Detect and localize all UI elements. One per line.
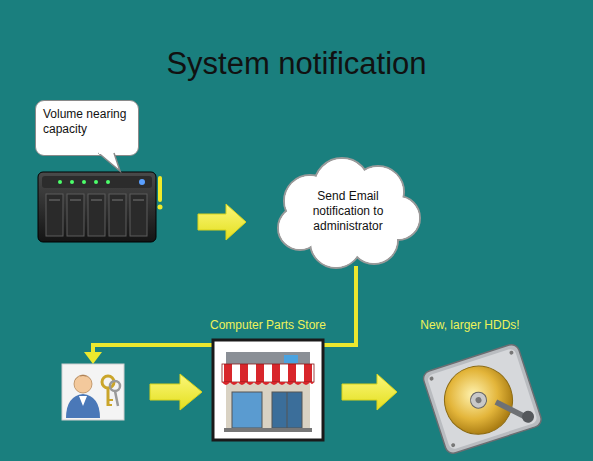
tail-outline [99,153,121,171]
diagram-title: System notification [0,46,593,82]
bay-handle [49,200,60,201]
bay-handle [133,200,144,201]
bay-handle [112,200,123,201]
drive-bay [109,194,126,236]
block-arrow [198,204,246,240]
alert-mark [158,178,163,210]
drive-bay [88,194,105,236]
tail-fill [98,153,120,171]
block-arrow [342,374,397,410]
disk-node: New, larger HDDs! [405,318,535,446]
bubble-tail [98,153,124,175]
store-node: Computer Parts Store [198,318,338,442]
node-heading: Computer Parts Store [198,318,338,332]
administrator-icon [62,364,124,420]
arrow-head [84,352,102,364]
drive-bay [130,194,147,236]
nas-device [38,172,156,242]
cloud-shape: Send Email notification to administrator [270,156,426,266]
hard-disk-icon [421,343,543,456]
node-text: Send Email notification to administrator [302,189,394,234]
node-text: Volume nearing capacity [43,107,131,137]
store-icon [213,340,323,440]
bay-handle [91,200,102,201]
block-arrow [150,374,202,410]
speech-bubble: Volume nearing capacity [35,100,139,156]
bay-handle [70,200,81,201]
node-heading: New, larger HDDs! [405,318,535,332]
tail-gap [99,151,113,154]
drive-bay [67,194,84,236]
drive-bay [46,194,63,236]
